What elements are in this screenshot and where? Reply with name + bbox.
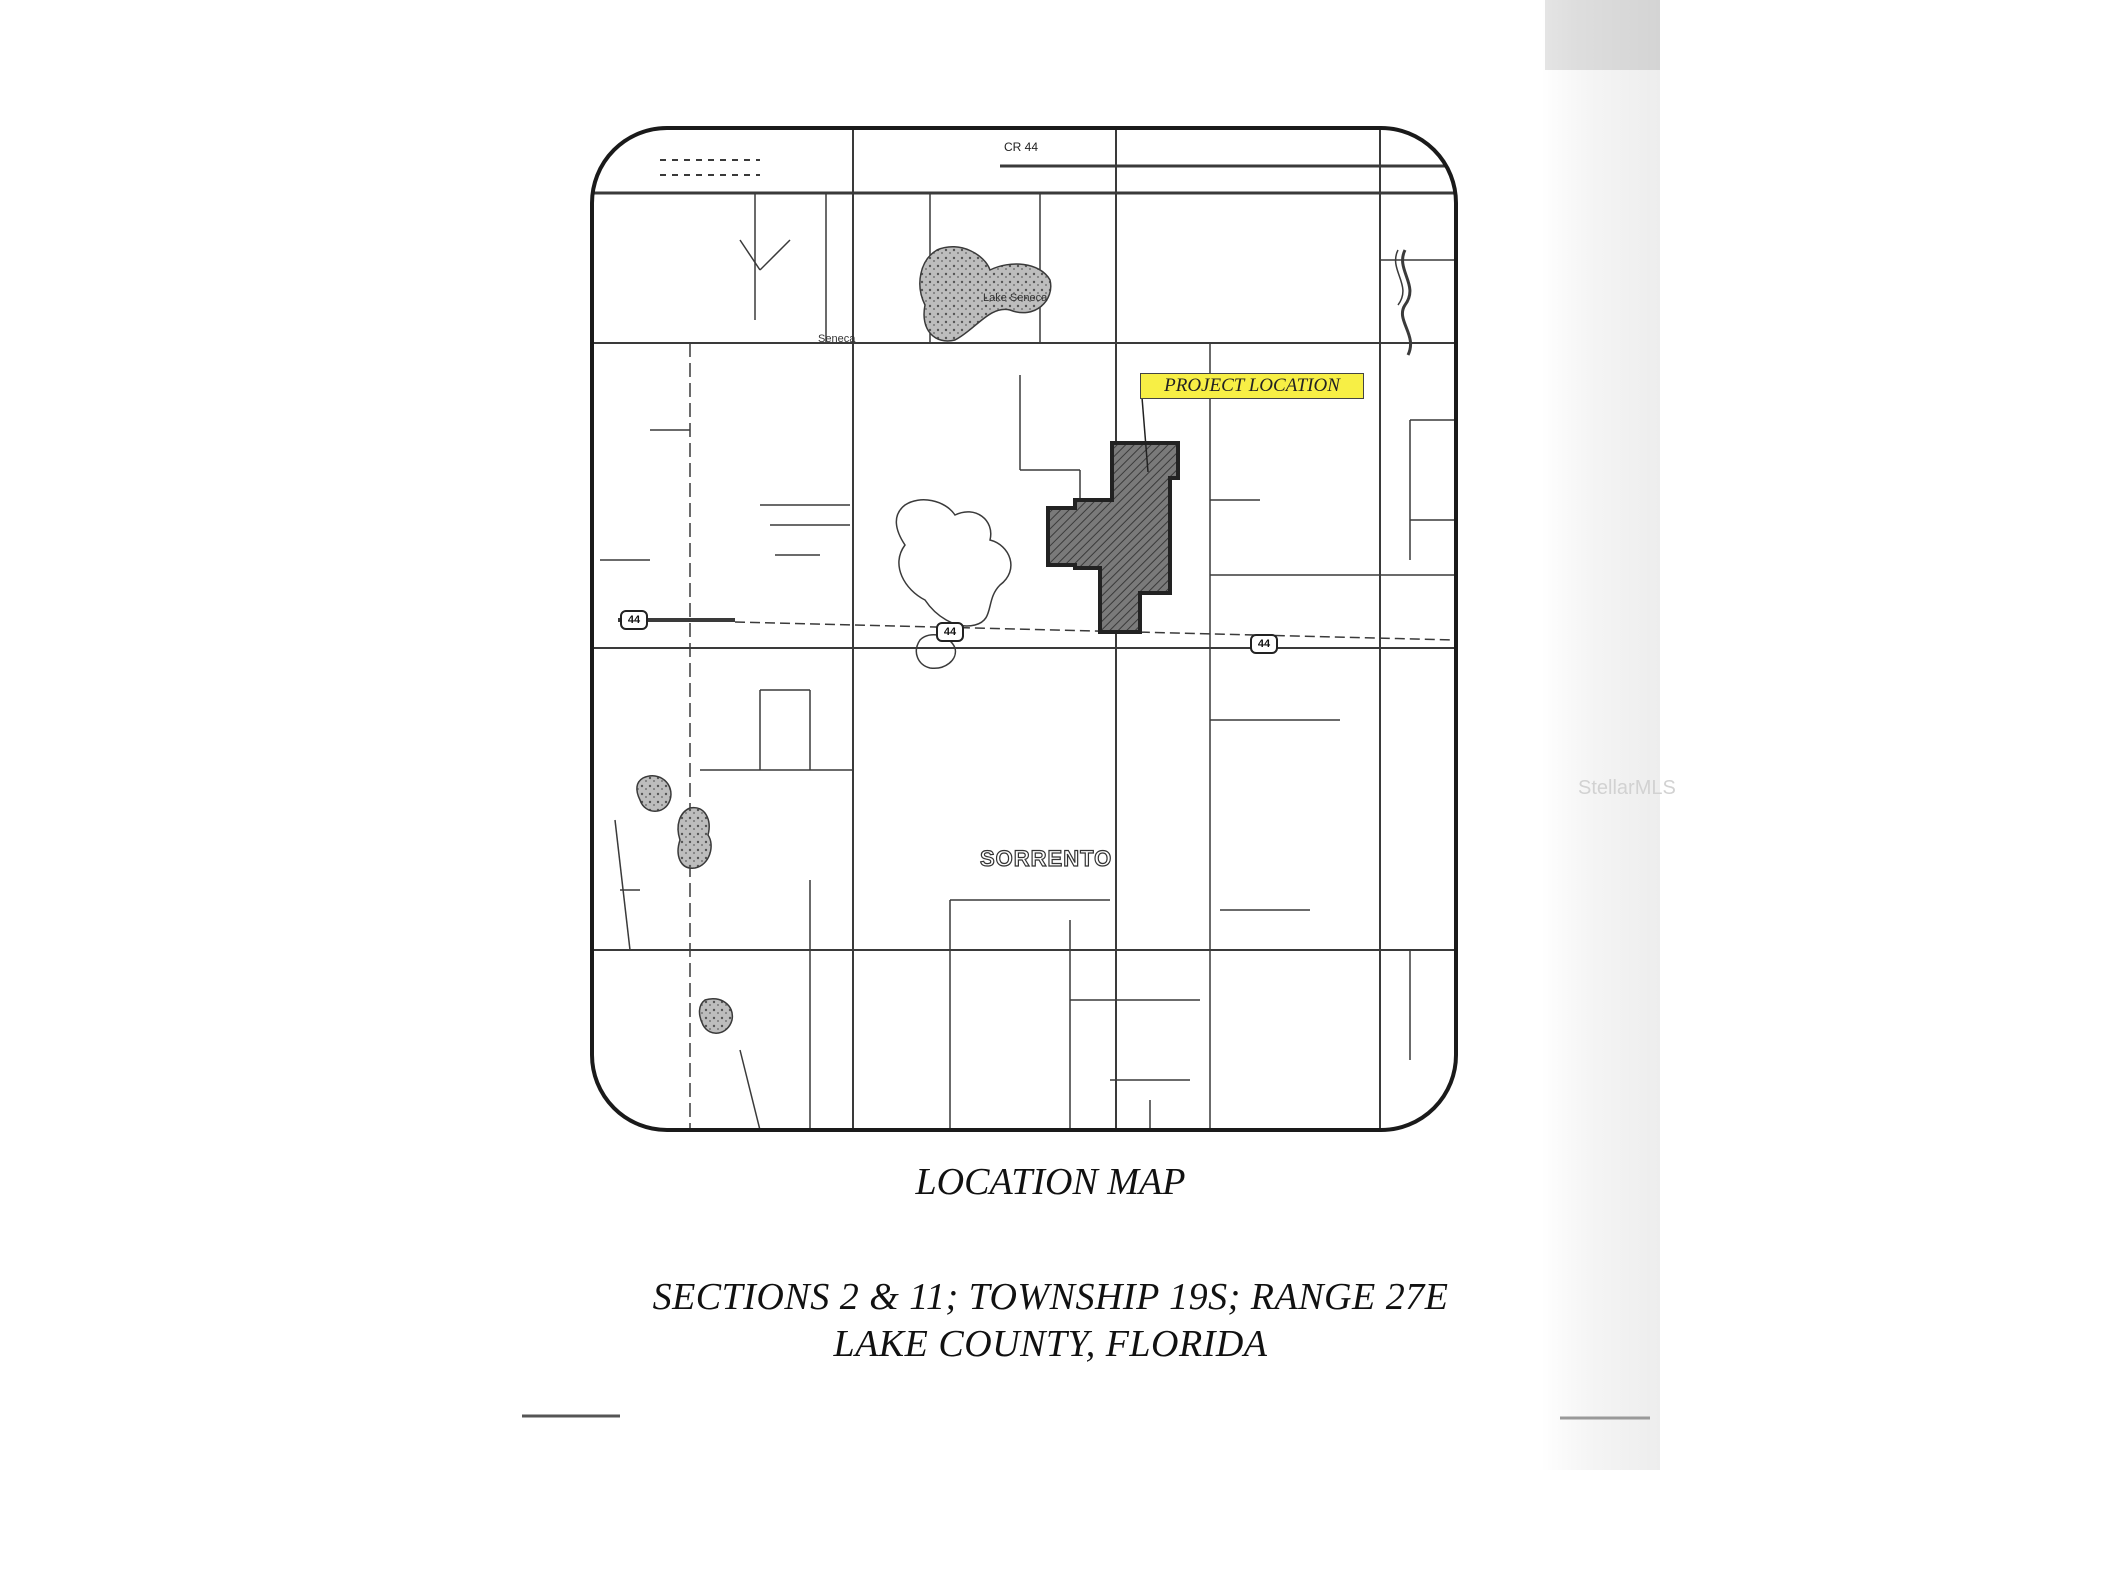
project-location-label: PROJECT LOCATION (1140, 373, 1364, 399)
town-label-sorrento: SORRENTO (979, 845, 1113, 871)
route-44-shield-east: 44 (1250, 634, 1278, 654)
sections-caption: SECTIONS 2 & 11; TOWNSHIP 19S; RANGE 27E (652, 1276, 1449, 1318)
watermark: StellarMLS (1578, 777, 1676, 799)
route-44-shield-west: 44 (620, 610, 648, 630)
map-content (592, 128, 1456, 1130)
road-label-cr44: CR 44 (1004, 140, 1039, 154)
map-title: LOCATION MAP (915, 1161, 1186, 1203)
route-44-shield-center: 44 (936, 622, 964, 642)
map-frame (590, 126, 1458, 1132)
project-parcel (1046, 441, 1180, 634)
paper-shadow-top (1545, 0, 1660, 70)
county-caption: LAKE COUNTY, FLORIDA (833, 1323, 1268, 1365)
lake-label: Lake Seneca (983, 292, 1048, 304)
road-label-seneca: Seneca (818, 333, 856, 345)
paper-shadow (1540, 0, 1660, 1470)
